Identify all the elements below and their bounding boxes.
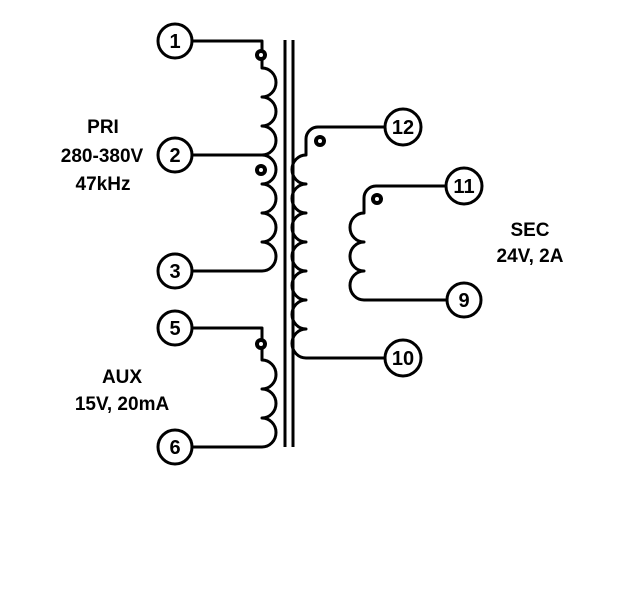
pin-1: 1: [156, 22, 194, 60]
secondary-label-rating: 24V, 2A: [497, 246, 564, 267]
pin-9: 9: [445, 281, 483, 319]
primary-label: PRI 280-380V 47kHz: [61, 117, 144, 195]
polarity-dot-secondary-outer: [314, 135, 326, 147]
pin-6-label: 6: [169, 437, 180, 459]
pin-12: 12: [383, 107, 423, 147]
pin-12-label: 12: [392, 117, 414, 139]
secondary-winding-outer: [290, 125, 386, 360]
auxiliary-label-name: AUX: [102, 367, 142, 388]
pin-10: 10: [383, 338, 423, 378]
secondary-winding-inner: [348, 184, 448, 302]
polarity-dot-secondary-inner: [371, 193, 383, 205]
pin-2: 2: [156, 136, 194, 174]
pin-9-label: 9: [458, 290, 469, 312]
primary-label-name: PRI: [87, 117, 119, 138]
polarity-dot-aux: [255, 338, 267, 350]
polarity-dots: [255, 49, 383, 350]
pin-3-label: 3: [169, 261, 180, 283]
pin-3: 3: [156, 252, 194, 290]
auxiliary-winding: [191, 326, 278, 449]
transformer-core: [283, 40, 295, 447]
pin-5: 5: [156, 309, 194, 347]
secondary-label: SEC 24V, 2A: [497, 220, 564, 267]
pin-5-label: 5: [169, 318, 180, 340]
primary-label-frequency: 47kHz: [76, 174, 131, 195]
polarity-dot-primary-top: [255, 49, 267, 61]
pin-1-label: 1: [169, 31, 180, 53]
pin-2-label: 2: [169, 145, 180, 167]
primary-label-voltage: 280-380V: [61, 146, 144, 167]
primary-winding: [191, 39, 278, 273]
pin-10-label: 10: [392, 348, 414, 370]
pin-11: 11: [444, 166, 484, 206]
polarity-dot-primary-mid: [255, 164, 267, 176]
pin-11-label: 11: [453, 176, 474, 198]
pin-6: 6: [156, 428, 194, 466]
secondary-label-name: SEC: [510, 220, 549, 241]
auxiliary-label-rating: 15V, 20mA: [75, 394, 170, 415]
auxiliary-label: AUX 15V, 20mA: [75, 367, 170, 415]
